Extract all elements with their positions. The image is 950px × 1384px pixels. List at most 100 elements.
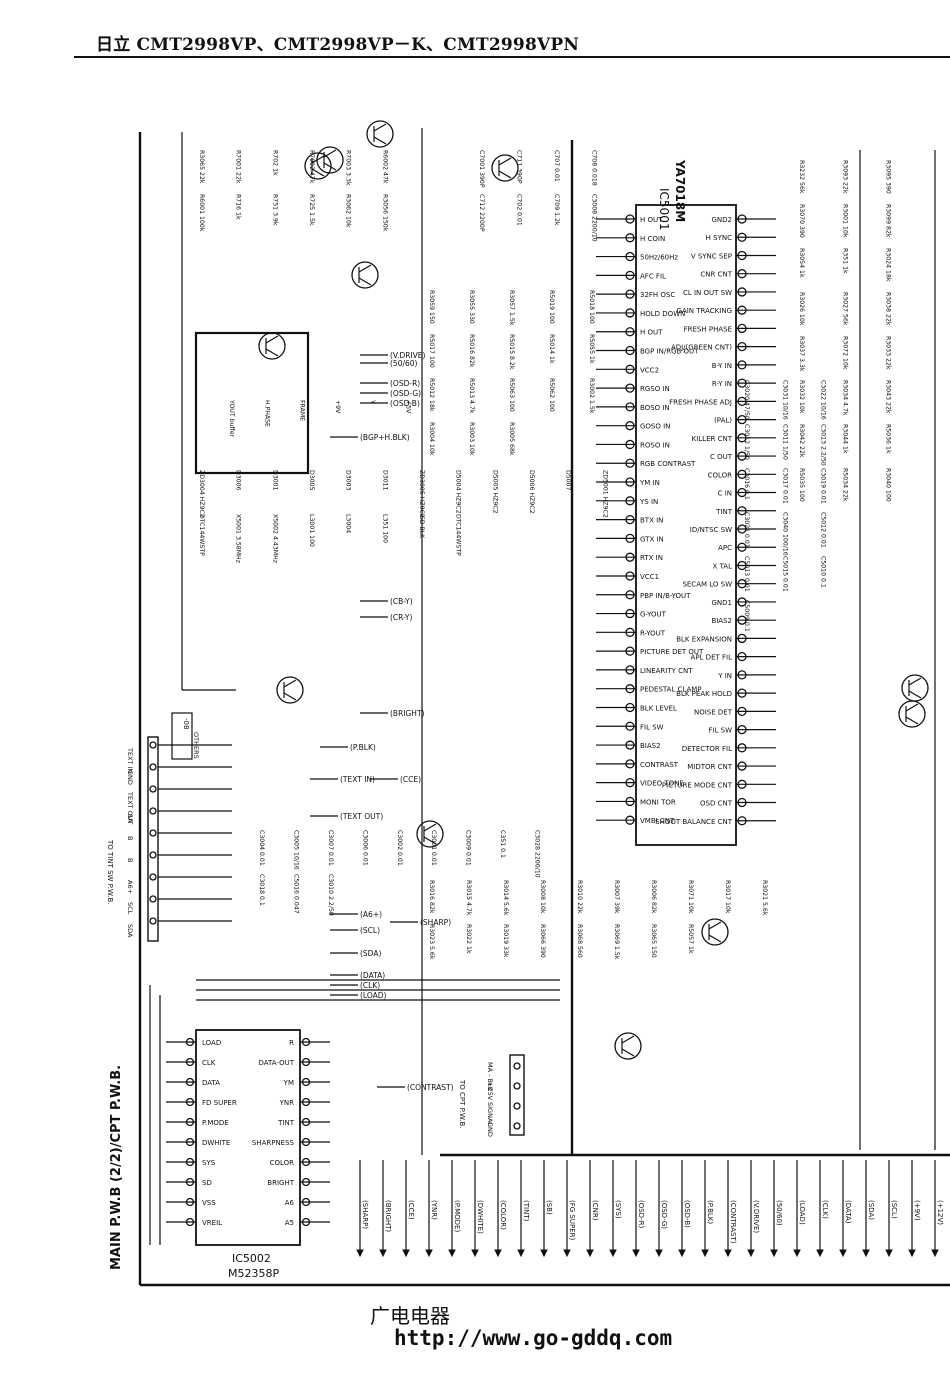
bus-arrow bbox=[609, 1249, 617, 1258]
ic5001-left-pin-label: LINEARITY CNT bbox=[640, 667, 693, 675]
resistor-label: R7001 22k bbox=[235, 150, 242, 184]
signal-label: (50/60) bbox=[390, 359, 418, 368]
resistor-label: R3066 390 bbox=[539, 924, 546, 958]
bus-arrow bbox=[563, 1249, 571, 1258]
cpt-connector bbox=[509, 1054, 525, 1136]
ic5001-left-pin-label: PEDESTAL CLAMP bbox=[640, 686, 702, 694]
ic5002-left-pin-label: SYS bbox=[202, 1159, 216, 1167]
ic5001-pin bbox=[737, 706, 747, 717]
bus-arrow bbox=[931, 1249, 939, 1258]
wire bbox=[708, 921, 722, 930]
bus-label: (TINT) bbox=[522, 1200, 530, 1222]
resistor-label: R3010 22k bbox=[576, 880, 583, 914]
connector-pin bbox=[149, 895, 157, 903]
capacitor-label: C708 0.018 bbox=[591, 150, 598, 186]
options-label: OTHERS bbox=[192, 732, 200, 759]
ic5001-left-pin-label: RTX IN bbox=[640, 554, 663, 562]
ic5001-pin bbox=[737, 651, 747, 662]
resistor-label: R3072 10k bbox=[841, 336, 848, 370]
wire bbox=[373, 136, 387, 145]
ic5001-right-pin-label: B-Y IN bbox=[712, 362, 732, 370]
connector-pin bbox=[149, 829, 157, 837]
resistor-label: R3059 150 bbox=[428, 290, 435, 324]
ic5001-pin bbox=[737, 214, 747, 224]
bus-label: (SHARP) bbox=[361, 1200, 369, 1229]
bus-label: (CNR) bbox=[591, 1200, 599, 1221]
ic5002-pin bbox=[301, 1137, 311, 1147]
resistor-label: R3099 82k bbox=[885, 204, 892, 238]
ic5001-left-pin-label: GTX IN bbox=[640, 535, 664, 543]
resistor-label: R3042 22k bbox=[798, 424, 805, 458]
ic5001-pin bbox=[625, 421, 635, 431]
ic5001-left-pin-label: GOSO IN bbox=[640, 423, 670, 431]
resistor-label: R3232 56k bbox=[798, 160, 805, 194]
ic5001-pin bbox=[625, 590, 635, 600]
transistor-symbol bbox=[898, 700, 926, 728]
capacitor-label: C3010 2.2/50 bbox=[327, 874, 334, 916]
connector-pin-label: B bbox=[126, 836, 134, 840]
ic5001-pin bbox=[737, 269, 747, 279]
ic5001-right-pin-label: CL IN OUT SW bbox=[683, 289, 732, 297]
wire bbox=[621, 1035, 635, 1044]
bus-arrow bbox=[770, 1249, 778, 1258]
ic5002-left-pin-label: VREIL bbox=[202, 1219, 222, 1227]
signal-label: (OSD-R) bbox=[390, 379, 420, 388]
ic5001-pin bbox=[625, 383, 635, 393]
ic5001-pin bbox=[625, 740, 635, 750]
ic5002-pin bbox=[301, 1037, 311, 1047]
resistor-label: R3056 150k bbox=[381, 194, 388, 232]
ic5001-pin bbox=[737, 506, 747, 516]
resistor-label: R5017 100 bbox=[428, 334, 435, 368]
ic5001-left-pin-label: 32FH OSC bbox=[640, 291, 675, 299]
ic5001-right-pin-label: BIAS2 bbox=[711, 617, 732, 625]
capacitor-label: C711 390P bbox=[516, 150, 523, 184]
bus-label: (SYS) bbox=[614, 1200, 622, 1219]
ic5001-right-pin-label: TINT bbox=[715, 508, 733, 516]
ic5002-pin bbox=[185, 1097, 195, 1107]
diode-label: ZD5001 HZ9C2 bbox=[601, 470, 608, 518]
ic5001-pin bbox=[625, 289, 635, 299]
ic5002-pin bbox=[185, 1197, 195, 1207]
resistor-label: R3068 560 bbox=[576, 924, 583, 958]
wire bbox=[373, 123, 387, 132]
resistor-label: R3070 390 bbox=[798, 204, 805, 238]
ic5001-right-pin-label: APC bbox=[718, 544, 732, 552]
ic5001-pin bbox=[625, 796, 635, 807]
ic5002-pin bbox=[185, 1137, 195, 1147]
ic5001-left-pin-label: PICTURE DET OUT bbox=[640, 648, 704, 656]
resistor-label: R3003 10k bbox=[468, 422, 475, 456]
signal-label: (SDA) bbox=[360, 949, 381, 958]
resistor-label: R3065 150 bbox=[650, 924, 657, 958]
resistor-label: R3019 33k bbox=[502, 924, 509, 958]
ic5001-right-pin-label: PICTURE MODE CNT bbox=[662, 781, 733, 789]
wire bbox=[905, 703, 919, 712]
ic5001-left-pin-label: VIDEO TONE bbox=[640, 780, 684, 788]
capacitor-label: C5015 0.01 bbox=[781, 556, 788, 592]
ic5001-left-pin-label: RGB CONTRAST bbox=[640, 460, 696, 468]
bus-arrow bbox=[540, 1249, 548, 1258]
ic5002-pin bbox=[301, 1117, 311, 1127]
wire bbox=[311, 168, 325, 177]
ic5001-left-pin-label: HOLD DOWN bbox=[640, 310, 685, 318]
ic5002-right-pin-label: TINT bbox=[277, 1119, 295, 1127]
ic5002-left-pin-label: FD SUPER bbox=[202, 1099, 237, 1107]
capacitor-label: C3020 47/50 bbox=[743, 380, 750, 420]
ic5001-right-pin-label: MIDTOR CNT bbox=[687, 763, 732, 771]
connector-pin bbox=[149, 851, 157, 859]
resistor-label: R3054 1k bbox=[798, 248, 805, 278]
bus-arrow bbox=[655, 1249, 663, 1258]
connector-pin bbox=[149, 873, 157, 881]
ic5002-pin bbox=[301, 1157, 311, 1167]
capacitor-label: C3031 10/16 bbox=[781, 380, 788, 420]
ic5002-left-pin-label: SD bbox=[202, 1179, 212, 1187]
ic5001-pin bbox=[625, 364, 635, 374]
bus-label: (BRIGHT) bbox=[384, 1200, 392, 1232]
ic5001-right-pin-label: ID/NTSC SW bbox=[690, 526, 732, 534]
ic5001-right-pin-label: KILLER CNT bbox=[692, 435, 733, 443]
bus-label: (V.DRIVE) bbox=[752, 1200, 760, 1233]
connector-pin-label: SA bbox=[126, 814, 134, 823]
page-footer: 广电电器 http://www.go-gddq.com bbox=[0, 1296, 950, 1376]
ic5001-left-pin-label: YS IN bbox=[639, 498, 658, 506]
options-box bbox=[171, 712, 193, 760]
resistor-label: R5012 18k bbox=[428, 378, 435, 412]
